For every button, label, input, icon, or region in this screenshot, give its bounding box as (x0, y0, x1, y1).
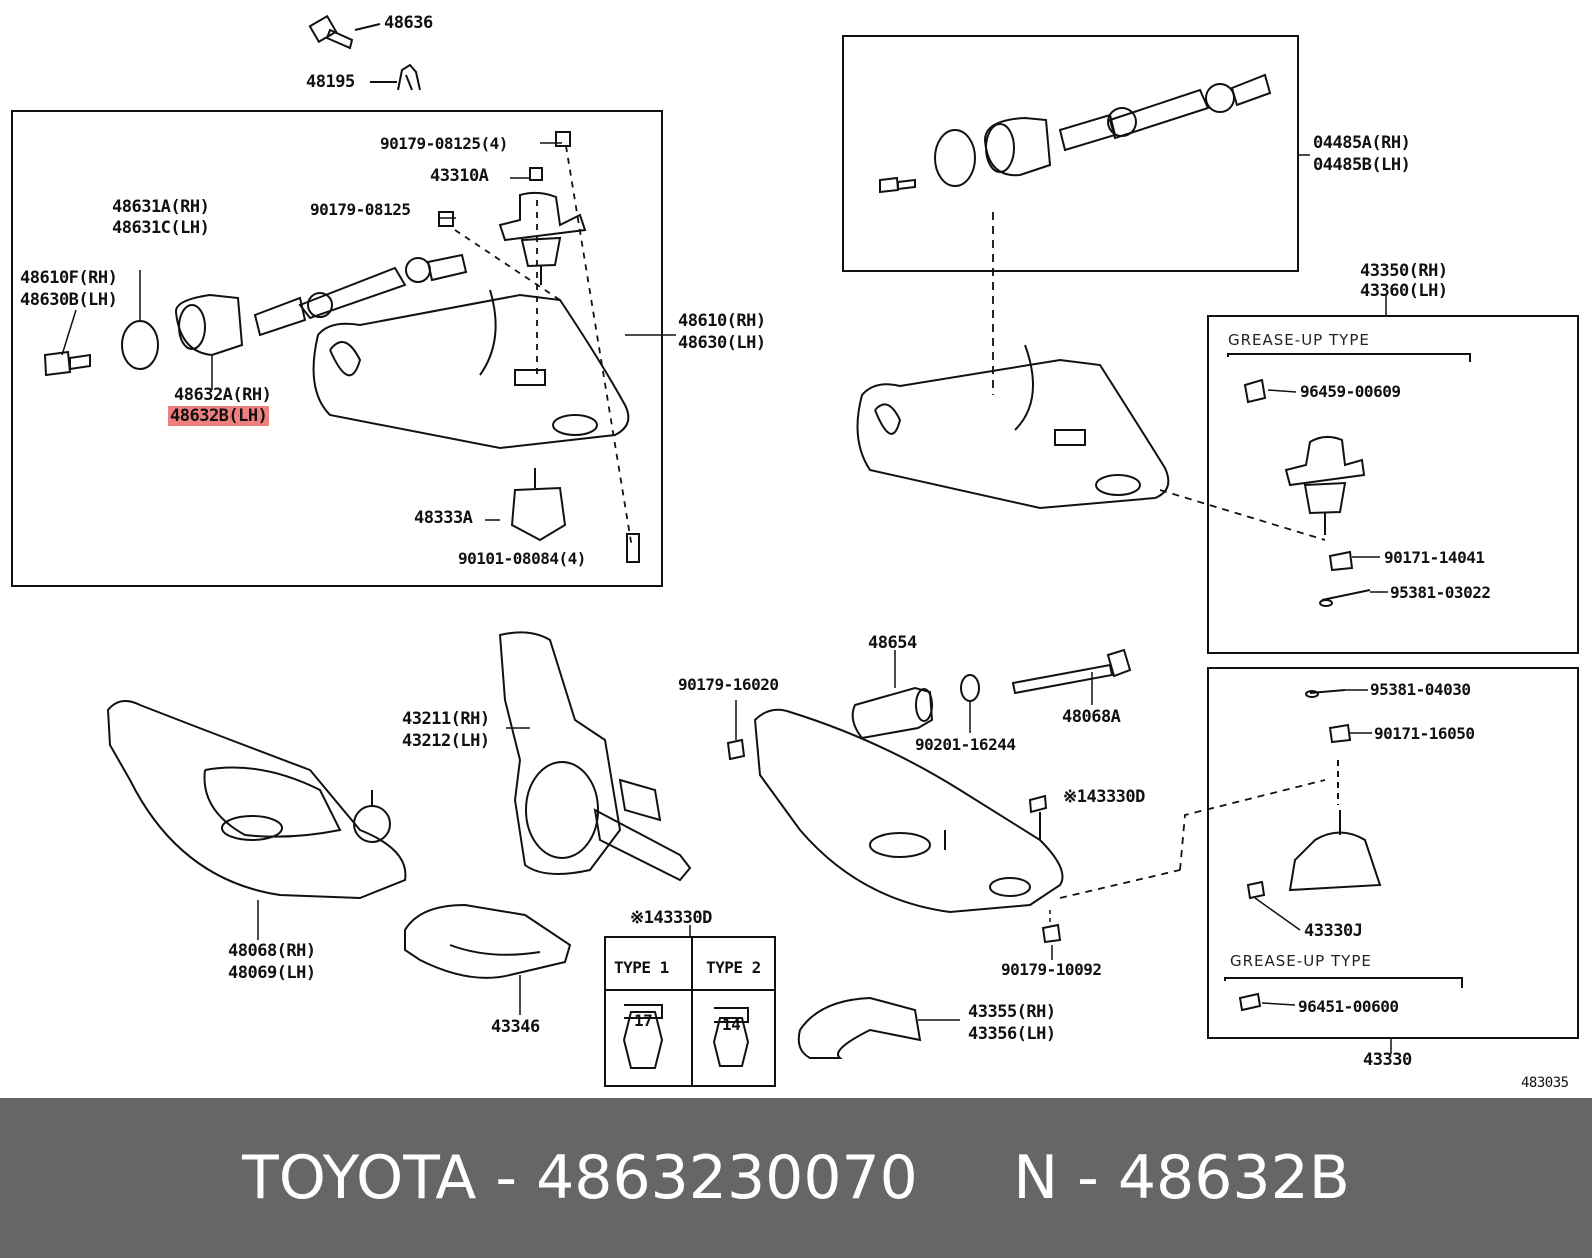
label-48630B[interactable]: 48630B(LH) (20, 290, 118, 310)
lower-control-arm-right (753, 708, 1064, 914)
label-48069[interactable]: 48069(LH) (228, 963, 316, 983)
label-04485B[interactable]: 04485B(LH) (1313, 155, 1411, 175)
label-90179-16020[interactable]: 90179-16020 (678, 675, 779, 694)
label-48654[interactable]: 48654 (868, 633, 917, 653)
label-95381-04030[interactable]: 95381-04030 (1370, 680, 1471, 699)
label-48068A[interactable]: 48068A (1062, 707, 1121, 727)
steering-knuckle (498, 631, 692, 882)
lower-control-arm-left (106, 700, 407, 900)
label-48630[interactable]: 48630(LH) (678, 333, 766, 353)
nut-90179-16020 (726, 738, 746, 761)
size-14: 14 (722, 1015, 741, 1034)
label-95381-03022[interactable]: 95381-03022 (1390, 583, 1491, 602)
type1-header: TYPE 1 (614, 958, 669, 977)
clip-48195 (397, 63, 421, 91)
parts-diagram: 48636 48195 90179-08125(4) 43310A 90179-… (11, 13, 1579, 1091)
type2-header: TYPE 2 (706, 958, 761, 977)
label-48631A[interactable]: 48631A(RH) (112, 197, 210, 217)
upper-control-arm-left (312, 289, 630, 450)
diagram-code: 483035 (1521, 1075, 1569, 1091)
part-footer-bar: TOYOTA - 4863230070 N - 48632B (0, 1098, 1592, 1258)
stopper-43346 (404, 903, 572, 979)
ball-joint-48333A (510, 468, 640, 563)
label-48631C[interactable]: 48631C(LH) (112, 218, 210, 238)
washer-48631 (121, 320, 159, 370)
ball-joint-43350 (1243, 378, 1371, 607)
hex-nut-type1 (622, 1004, 664, 1069)
label-48632A[interactable]: 48632A(RH) (174, 385, 272, 405)
label-48632B-highlighted[interactable]: 48632B(LH) (168, 406, 270, 426)
label-90171-16050[interactable]: 90171-16050 (1374, 724, 1475, 743)
upper-arm-kit-frame (11, 110, 663, 587)
bolt-48636 (308, 14, 381, 50)
bolt-48610F (43, 350, 91, 377)
label-96451-00600[interactable]: 96451-00600 (1298, 997, 1399, 1016)
label-43330D-upper[interactable]: ※143330D (1063, 787, 1145, 807)
label-43330J[interactable]: 43330J (1304, 921, 1363, 941)
label-43211[interactable]: 43211(RH) (402, 709, 490, 729)
label-43360[interactable]: 43360(LH) (1360, 281, 1448, 301)
label-90179-08125-4[interactable]: 90179-08125(4) (380, 134, 508, 153)
bushing-kit-frame (842, 35, 1299, 272)
label-48068[interactable]: 48068(RH) (228, 941, 316, 961)
ball-joint-43330 (1238, 689, 1382, 1012)
footer-part-number: TOYOTA - 4863230070 N - 48632B (242, 1143, 1350, 1213)
label-43346[interactable]: 43346 (491, 1017, 540, 1037)
label-43356[interactable]: 43356(LH) (968, 1024, 1056, 1044)
label-48610[interactable]: 48610(RH) (678, 311, 766, 331)
washer-90201 (960, 674, 980, 702)
label-43355[interactable]: 43355(RH) (968, 1002, 1056, 1022)
bushing-48654 (851, 686, 934, 740)
hex-nut-type2 (712, 1007, 750, 1067)
ball-joint-upper-left (438, 131, 587, 285)
label-04485A[interactable]: 04485A(RH) (1313, 133, 1411, 153)
label-48636[interactable]: 48636 (384, 13, 433, 33)
label-48333A[interactable]: 48333A (414, 508, 473, 528)
grease-up-title-lower: GREASE-UP TYPE (1230, 952, 1372, 970)
label-90201-16244[interactable]: 90201-16244 (915, 735, 1016, 754)
label-43310A[interactable]: 43310A (430, 166, 489, 186)
label-48195[interactable]: 48195 (306, 72, 355, 92)
label-90179-08125[interactable]: 90179-08125 (310, 200, 411, 219)
label-43330D-table[interactable]: ※143330D (630, 908, 712, 928)
bushing-kit-04485 (879, 73, 1272, 194)
label-43212[interactable]: 43212(LH) (402, 731, 490, 751)
label-90171-14041[interactable]: 90171-14041 (1384, 548, 1485, 567)
label-96459-00609[interactable]: 96459-00609 (1300, 382, 1401, 401)
lower-ball-joint-frame (1207, 667, 1579, 1039)
label-43330[interactable]: 43330 (1363, 1050, 1412, 1070)
label-90179-10092[interactable]: 90179-10092 (1001, 960, 1102, 979)
upper-ball-joint-frame (1207, 315, 1579, 654)
label-48610F[interactable]: 48610F(RH) (20, 268, 118, 288)
diagram-drawing (11, 14, 1579, 1087)
upper-arm-shaft-left (253, 253, 468, 337)
label-43350[interactable]: 43350(RH) (1360, 261, 1448, 281)
size-17: 17 (634, 1011, 653, 1030)
nut-90179-10092 (1041, 923, 1062, 944)
cover-43355 (797, 996, 922, 1059)
label-90101-08084[interactable]: 90101-08084(4) (458, 549, 586, 568)
bushing-48632 (175, 293, 244, 357)
bolt-48068A (1011, 663, 1114, 695)
upper-control-arm-right (856, 344, 1170, 510)
grease-up-title-upper: GREASE-UP TYPE (1228, 331, 1370, 349)
